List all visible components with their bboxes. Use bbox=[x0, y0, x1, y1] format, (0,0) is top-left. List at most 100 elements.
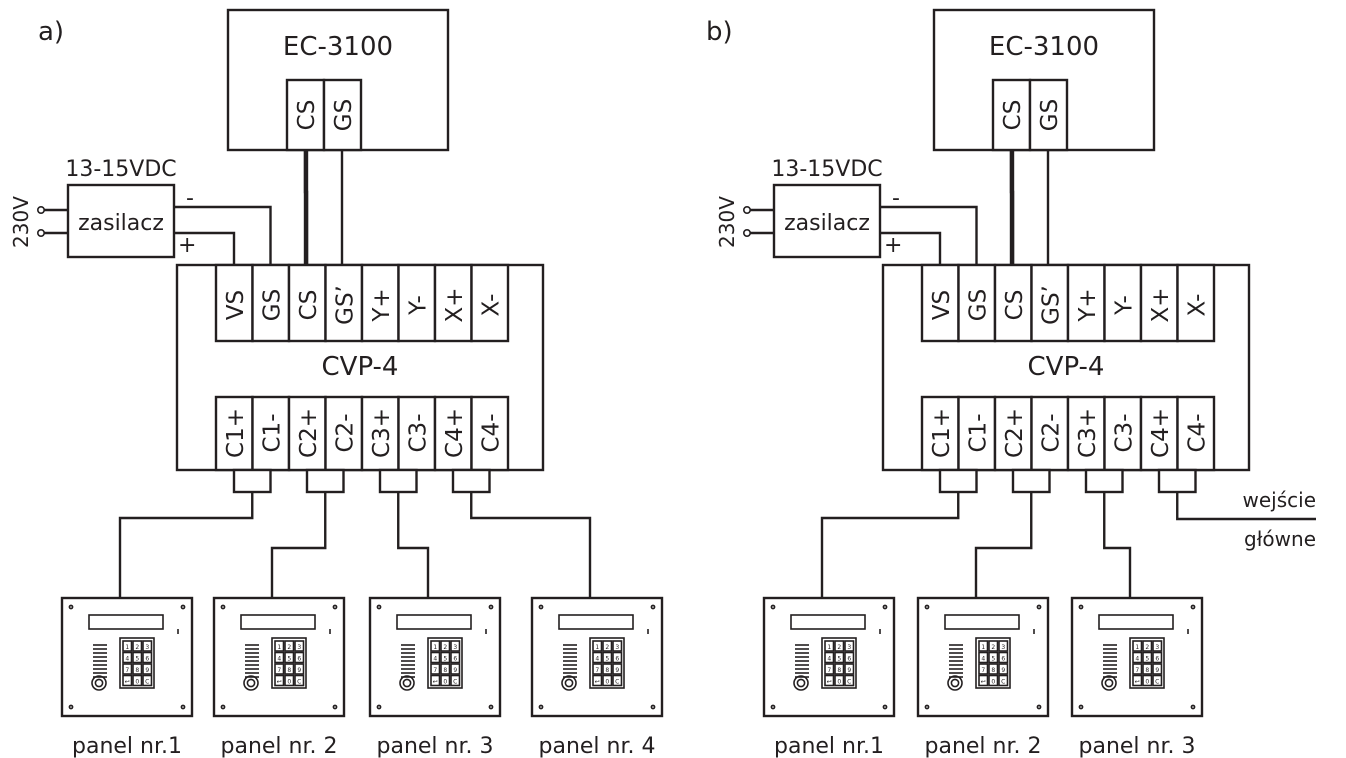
controller-terminal-label: CS bbox=[294, 100, 320, 131]
panel-frame bbox=[762, 596, 896, 718]
screw-icon bbox=[180, 604, 186, 610]
keypad-key-label: C bbox=[615, 679, 619, 686]
keypad-key-label: 1 bbox=[595, 644, 599, 651]
camera-lens-icon bbox=[243, 675, 259, 691]
keypad-key-label: 5 bbox=[443, 656, 447, 663]
keypad-key bbox=[1132, 640, 1143, 652]
keypad-key bbox=[998, 674, 1009, 687]
hub-top-terminal bbox=[287, 263, 327, 343]
hub-bottom-terminal bbox=[1030, 395, 1070, 472]
keypad-key-label: ↩ bbox=[433, 679, 438, 686]
hub-top-terminal bbox=[397, 263, 437, 343]
controller-terminal bbox=[1028, 78, 1069, 152]
keypad-key bbox=[274, 651, 285, 664]
channel-connector bbox=[378, 468, 418, 494]
keypad-key bbox=[430, 640, 441, 652]
camera-lens-icon bbox=[561, 675, 577, 691]
keypad-key-label: 8 bbox=[1145, 667, 1149, 674]
keypad-key-label: 4 bbox=[277, 656, 281, 663]
hub-bottom-terminal-label: C2- bbox=[333, 414, 359, 453]
keypad-key bbox=[998, 651, 1009, 664]
speaker-grille-icon bbox=[1103, 644, 1117, 678]
keypad-key-label: C bbox=[1155, 679, 1159, 686]
keypad-key-label: 5 bbox=[837, 656, 841, 663]
wire-panel-1 bbox=[820, 492, 960, 598]
keypad-key bbox=[978, 651, 989, 664]
panel-display bbox=[1098, 614, 1174, 630]
hub-top-terminal-label: GS bbox=[260, 289, 286, 321]
panel-frame bbox=[916, 596, 1050, 718]
screw-icon bbox=[68, 604, 74, 610]
hub-bottom-terminal-label: C2+ bbox=[1002, 408, 1028, 458]
hub-bottom-terminal bbox=[397, 395, 437, 472]
keypad-key bbox=[430, 663, 441, 675]
keypad-key-label: 2 bbox=[287, 644, 291, 651]
keypad-key-label: 3 bbox=[847, 644, 851, 651]
keypad-key bbox=[284, 651, 295, 664]
keypad-key bbox=[1152, 674, 1163, 687]
panel-frame bbox=[60, 596, 194, 718]
keypad-key-label: 9 bbox=[1155, 667, 1159, 674]
keypad-key-label: 6 bbox=[1001, 656, 1005, 663]
keypad-key bbox=[988, 663, 999, 675]
channel-connector bbox=[1084, 468, 1124, 494]
power-supply-box bbox=[66, 183, 176, 259]
controller-name: EC-3100 bbox=[283, 32, 393, 62]
keypad-key bbox=[294, 674, 305, 687]
screw-icon bbox=[770, 604, 776, 610]
keypad-key bbox=[602, 640, 613, 652]
screw-icon bbox=[924, 604, 930, 610]
power-supply-voltage: 13-15VDC bbox=[771, 157, 882, 182]
keypad-key bbox=[284, 674, 295, 687]
keypad-key-label: 2 bbox=[135, 644, 139, 651]
keypad-key-label: 1 bbox=[277, 644, 281, 651]
screw-icon bbox=[488, 704, 494, 710]
keypad-key-label: 4 bbox=[827, 656, 831, 663]
panel-display bbox=[558, 614, 634, 630]
keypad-key-label: 4 bbox=[125, 656, 129, 663]
keypad-key bbox=[430, 674, 441, 687]
keypad-key bbox=[122, 651, 133, 664]
keypad-key bbox=[142, 640, 153, 652]
panel-frame bbox=[368, 596, 502, 718]
keypad-key bbox=[274, 663, 285, 675]
keypad-key bbox=[122, 663, 133, 675]
panel-caption: panel nr. 3 bbox=[1079, 734, 1196, 758]
keypad-key-label: 1 bbox=[1135, 644, 1139, 651]
wire-psu-plus bbox=[880, 231, 942, 265]
hub-bottom-terminal-label: C3+ bbox=[369, 408, 395, 458]
hub-top-terminal bbox=[993, 263, 1033, 343]
camera-lens-icon bbox=[793, 675, 809, 691]
hub-bottom-terminal-label: C1- bbox=[260, 414, 286, 453]
hub-bottom-terminal-label: C2+ bbox=[296, 408, 322, 458]
keypad-key bbox=[440, 651, 451, 664]
keypad-key bbox=[440, 663, 451, 675]
panel-caption: panel nr. 2 bbox=[925, 734, 1042, 758]
hub-top-terminal-label: VS bbox=[929, 290, 955, 320]
hub-top-terminal-label: VS bbox=[223, 290, 249, 320]
hub-bottom-terminal bbox=[920, 395, 960, 472]
hub-name: CVP-4 bbox=[322, 352, 399, 382]
hub-bottom-terminal-label: C1+ bbox=[929, 408, 955, 458]
hub-top-terminal-label: Y+ bbox=[369, 288, 395, 322]
keypad-key bbox=[450, 640, 461, 652]
keypad-key bbox=[592, 663, 603, 675]
screw-icon bbox=[220, 704, 226, 710]
keypad-key-label: 8 bbox=[837, 667, 841, 674]
screw-icon bbox=[882, 604, 888, 610]
keypad-key-label: 8 bbox=[443, 667, 447, 674]
keypad-key bbox=[284, 640, 295, 652]
wire-psu-minus bbox=[174, 205, 272, 265]
keypad-key-label: 6 bbox=[1155, 656, 1159, 663]
keypad-key bbox=[1152, 663, 1163, 675]
keypad-key-label: 0 bbox=[837, 679, 841, 686]
keypad-key bbox=[834, 674, 845, 687]
hub-bottom-terminal-label: C4- bbox=[479, 414, 505, 453]
